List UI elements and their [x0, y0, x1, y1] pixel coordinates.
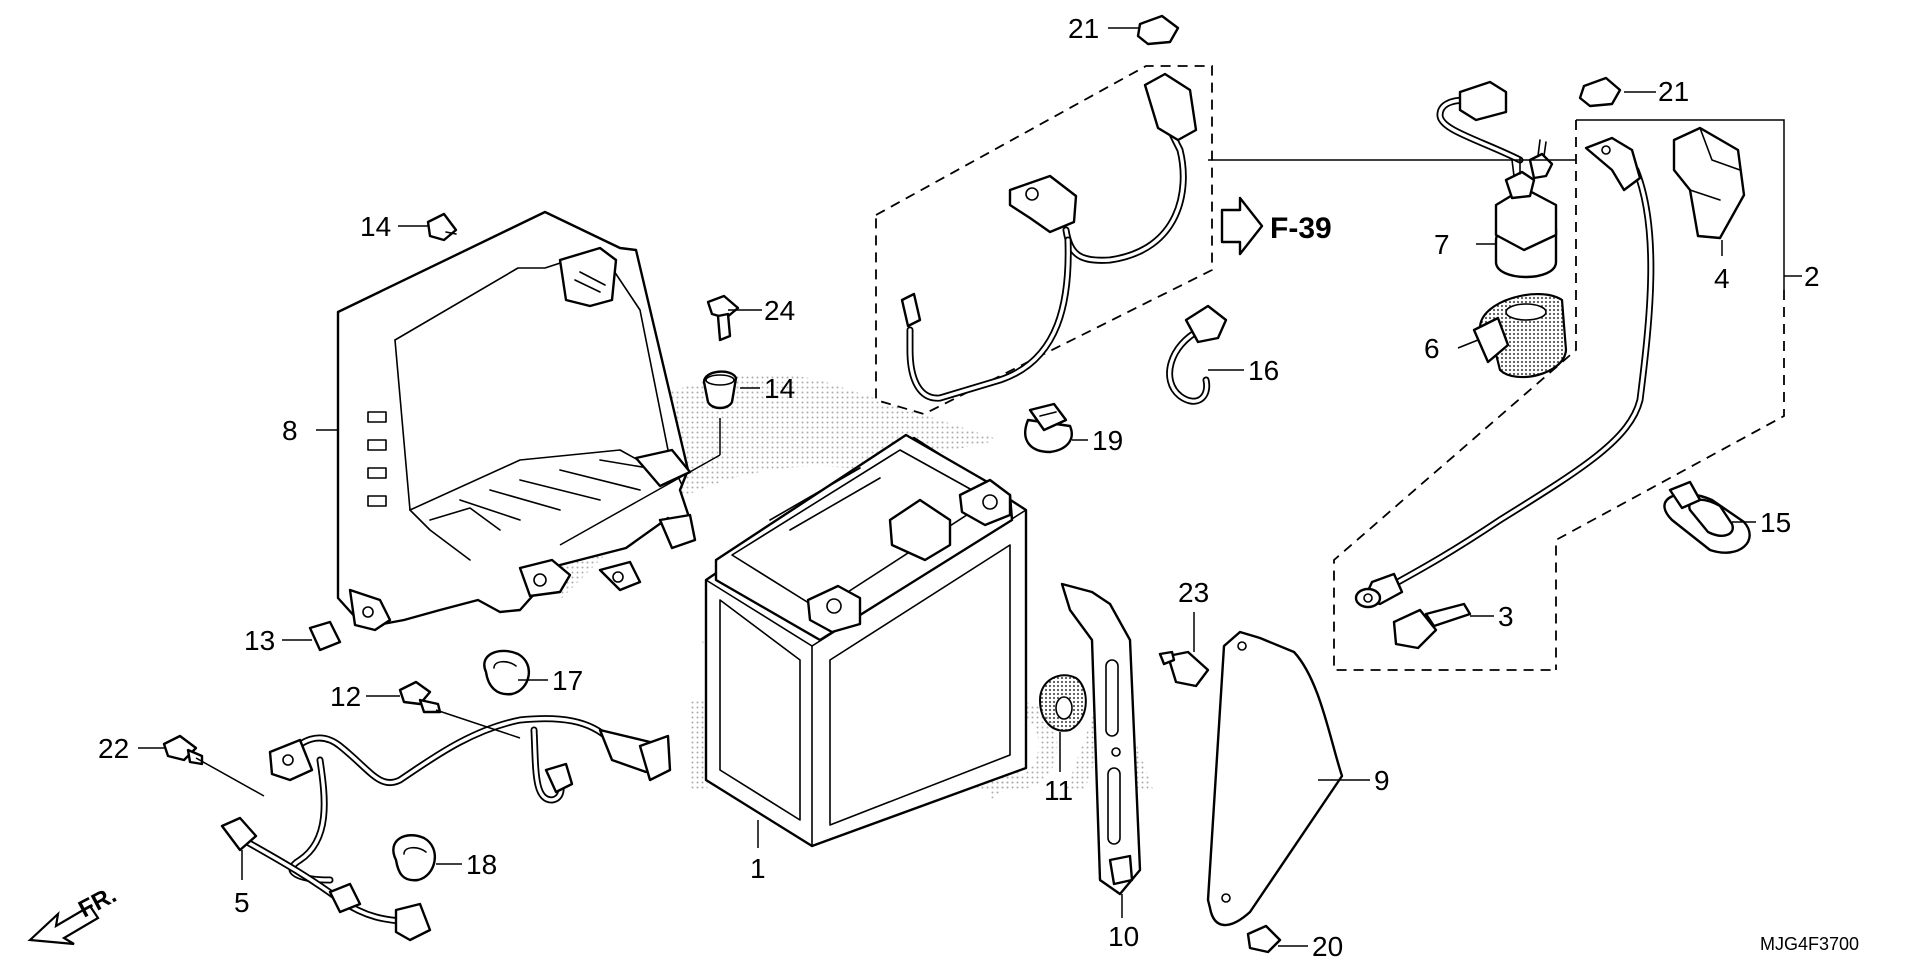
callout-12: 12 — [330, 681, 361, 712]
grommet-14-upper[interactable] — [426, 212, 458, 242]
reference-f39[interactable]: F-39 — [1220, 196, 1332, 256]
callout-1: 1 — [750, 853, 766, 884]
bolt-24[interactable] — [706, 294, 740, 342]
grommet-14-middle[interactable] — [702, 370, 738, 410]
callout-20: 20 — [1312, 931, 1343, 960]
battery[interactable] — [704, 433, 1028, 848]
callout-7: 7 — [1434, 229, 1450, 260]
bolt-12[interactable] — [398, 680, 442, 714]
callout-9: 9 — [1374, 765, 1390, 796]
callout-18: 18 — [466, 849, 497, 880]
front-arrow-icon — [27, 904, 100, 946]
bolt-3[interactable] — [1392, 602, 1472, 650]
front-direction-indicator: FR. — [27, 881, 121, 946]
clamp-19[interactable] — [1024, 402, 1073, 454]
battery-case[interactable] — [336, 210, 697, 632]
battery-stay[interactable] — [1060, 582, 1142, 896]
callout-6: 6 — [1424, 333, 1440, 364]
sub-harness-16[interactable] — [1166, 304, 1228, 405]
diagram-code: MJG4F3700 — [1760, 934, 1859, 954]
callout-10: 10 — [1108, 921, 1139, 952]
bolt-23[interactable] — [1158, 650, 1210, 688]
callout-2: 2 — [1804, 261, 1820, 292]
callout-22: 22 — [98, 733, 129, 764]
wire-harness[interactable] — [220, 715, 672, 942]
callout-14-upper: 14 — [360, 211, 391, 242]
callout-15: 15 — [1760, 507, 1791, 538]
callout-5: 5 — [234, 887, 250, 918]
clamp-15[interactable] — [1663, 480, 1751, 554]
grommet-11[interactable] — [1038, 674, 1087, 732]
band-17[interactable] — [483, 649, 531, 696]
starter-relay[interactable] — [1436, 80, 1558, 279]
negative-cable[interactable] — [900, 72, 1198, 402]
band-18[interactable] — [392, 834, 437, 882]
reference-label: F-39 — [1270, 212, 1332, 245]
callouts: 21 21 7 6 4 2 3 15 16 19 14 14 24 8 13 1… — [98, 13, 1820, 960]
callout-17: 17 — [552, 665, 583, 696]
reference-arrow-icon — [1220, 196, 1264, 256]
nut-21-right[interactable] — [1578, 76, 1622, 108]
assembly-frame-right — [1555, 290, 1785, 670]
callout-8: 8 — [282, 415, 298, 446]
callout-3: 3 — [1498, 601, 1514, 632]
assembly-frame-top — [1576, 119, 1785, 290]
nut-21-top[interactable] — [1136, 14, 1180, 46]
leader-lines — [138, 27, 1802, 947]
terminal-cover[interactable] — [1672, 126, 1746, 240]
callout-11: 11 — [1044, 775, 1073, 806]
callout-4: 4 — [1714, 263, 1730, 294]
callout-16: 16 — [1248, 355, 1279, 386]
subassembly-frame — [875, 65, 1213, 415]
clip-13[interactable] — [308, 620, 342, 652]
callout-13: 13 — [244, 625, 275, 656]
callout-21-right: 21 — [1658, 76, 1689, 107]
callout-24: 24 — [764, 295, 795, 326]
cover-plate[interactable] — [1206, 630, 1344, 927]
callout-19: 19 — [1092, 425, 1123, 456]
callout-23: 23 — [1178, 577, 1209, 608]
bolt-22[interactable] — [162, 734, 204, 766]
positive-cable-assembly[interactable] — [1354, 136, 1655, 609]
relay-cover[interactable] — [1472, 292, 1568, 379]
callout-14-middle: 14 — [764, 373, 795, 404]
assembly-frame-left — [1333, 120, 1577, 671]
bolt-20[interactable] — [1246, 924, 1282, 954]
callout-21-top: 21 — [1068, 13, 1099, 44]
